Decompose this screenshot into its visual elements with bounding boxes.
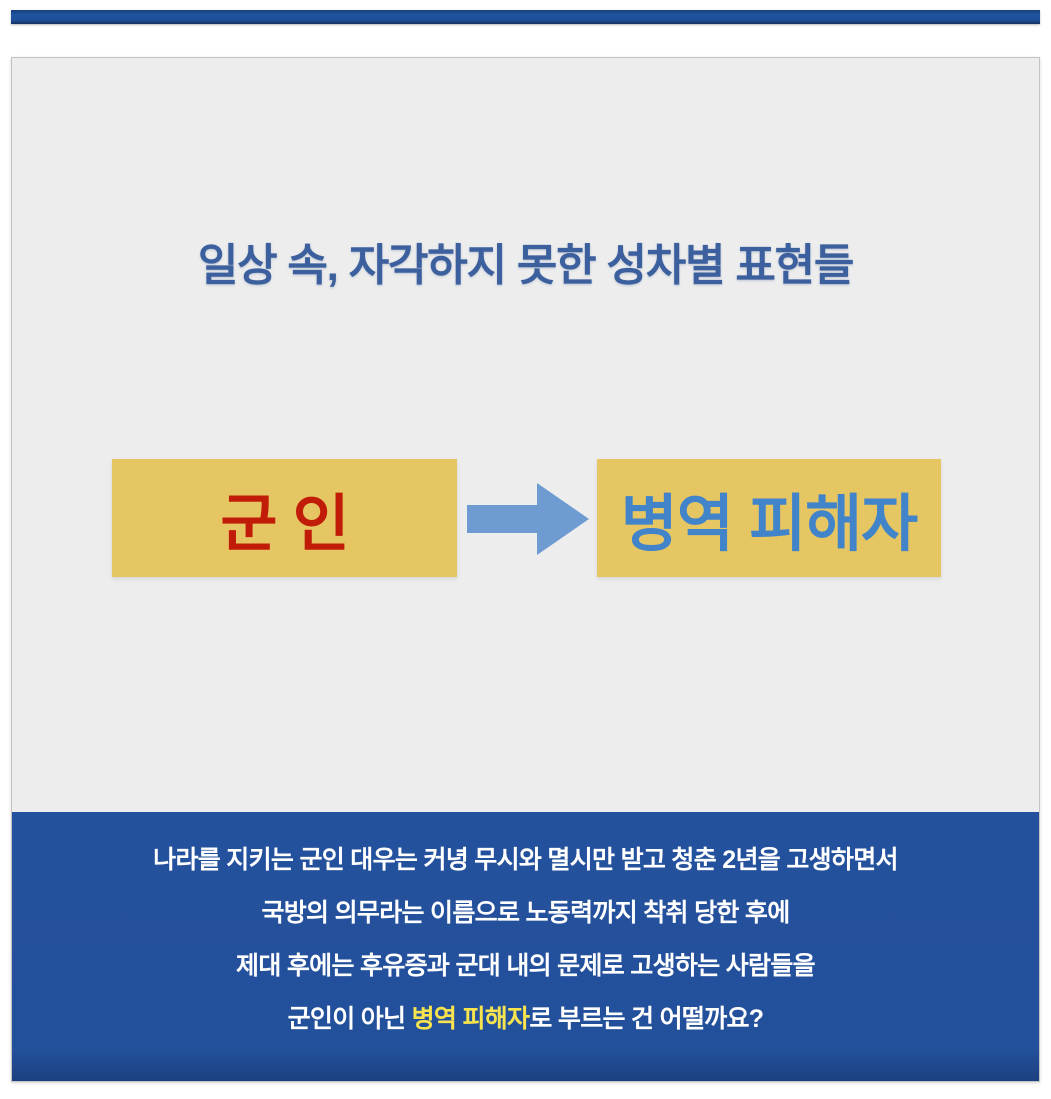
term-transformation-row: 군 인 병역 피해자 [12, 459, 1039, 579]
caption-panel: 나라를 지키는 군인 대우는 커녕 무시와 멸시만 받고 청춘 2년을 고생하면… [12, 812, 1039, 1081]
slide-upper-panel: 일상 속, 자각하지 못한 성차별 표현들 군 인 병역 피해자 [12, 58, 1039, 812]
top-accent-bar [11, 10, 1040, 24]
caption-final-highlight: 병역 피해자 [411, 1005, 530, 1033]
source-term-label: 군 인 [220, 490, 349, 559]
slide-card: 일상 속, 자각하지 못한 성차별 표현들 군 인 병역 피해자 나라를 지키는… [11, 57, 1040, 1082]
caption-final-prefix: 군인이 아닌 [287, 1005, 412, 1033]
caption-final-suffix: 로 부르는 건 어떨까요? [529, 1005, 764, 1033]
page-title: 일상 속, 자각하지 못한 성차별 표현들 [197, 241, 855, 290]
target-term-label: 병역 피해자 [620, 490, 918, 559]
arrow-right-icon [467, 483, 589, 555]
target-term-box: 병역 피해자 [597, 459, 941, 577]
caption-line-4: 군인이 아닌 병역 피해자로 부르는 건 어떨까요? [12, 1007, 1039, 1032]
caption-line-2: 국방의 의무라는 이름으로 노동력까지 착취 당한 후에 [261, 899, 790, 927]
caption-line-3: 제대 후에는 후유증과 군대 내의 문제로 고생하는 사람들을 [236, 952, 816, 980]
caption-line-1: 나라를 지키는 군인 대우는 커녕 무시와 멸시만 받고 청춘 2년을 고생하면… [153, 846, 898, 874]
source-term-box: 군 인 [112, 459, 457, 577]
